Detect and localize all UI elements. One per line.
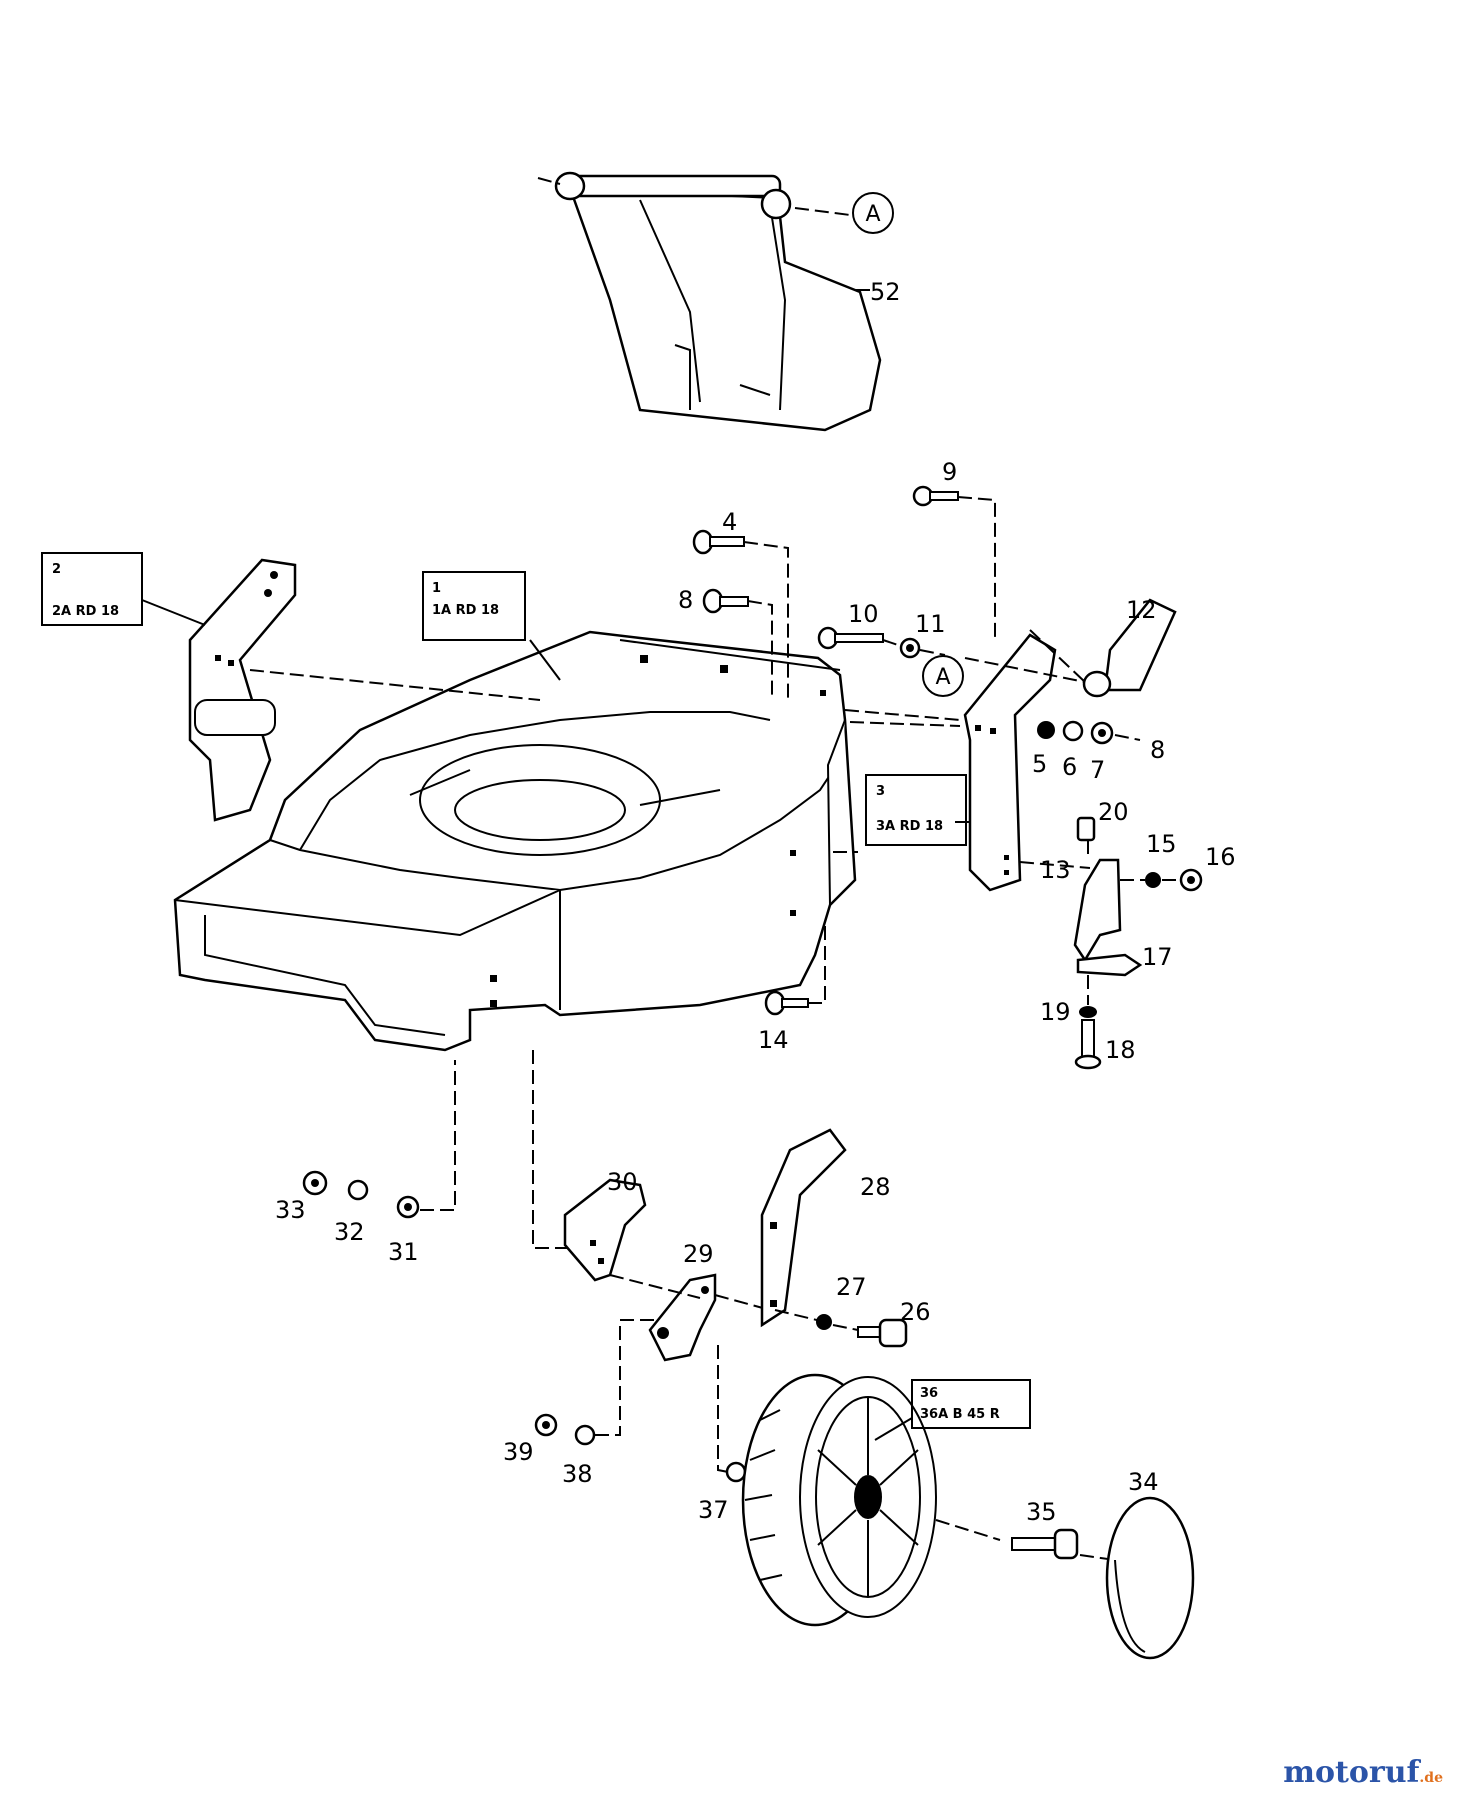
hubcap-34-part	[1105, 1496, 1195, 1660]
label-35: 35	[1026, 1498, 1057, 1526]
screw-10-part	[817, 626, 884, 650]
screw-8-upper-part	[702, 588, 749, 614]
watermark-tld: .de	[1419, 1770, 1443, 1786]
callout-labels: 52 9 4 8 10 11 12 5 6 7 8 20 15 16 13 17…	[275, 278, 1236, 1526]
callout-box-3: 3 3A RD 18	[865, 774, 967, 846]
nut-16-part	[1179, 868, 1203, 892]
adjuster-20-part	[1076, 816, 1096, 842]
clip-17-part	[1076, 953, 1143, 977]
box-2-line2: 2A RD 18	[52, 604, 119, 619]
washer-38-part	[574, 1424, 596, 1446]
label-17: 17	[1142, 943, 1173, 971]
label-13: 13	[1040, 856, 1071, 884]
label-37: 37	[698, 1496, 729, 1524]
wheel-36-part	[741, 1373, 937, 1627]
bolt-18-part	[1074, 1019, 1102, 1070]
washer-5-part	[1037, 721, 1055, 739]
box-3-line2: 3A RD 18	[876, 819, 943, 834]
mower-deck-part	[173, 630, 857, 1052]
rear-hinge-left-part	[188, 558, 297, 822]
grass-catcher-part	[554, 171, 882, 432]
nut-39-part	[534, 1413, 558, 1437]
screw-14-part	[764, 990, 809, 1016]
washer-27-part	[816, 1314, 832, 1330]
label-31: 31	[388, 1238, 419, 1266]
label-26: 26	[900, 1298, 931, 1326]
motoruf-watermark: motoruf.de	[1283, 1755, 1443, 1790]
label-15: 15	[1146, 830, 1177, 858]
label-20: 20	[1098, 798, 1129, 826]
marker-a-mid: A	[922, 655, 964, 697]
label-8-upper: 8	[678, 586, 693, 614]
watermark-main: motoruf	[1283, 1755, 1420, 1790]
bracket-13-part	[1073, 858, 1122, 963]
label-30: 30	[607, 1168, 638, 1196]
box-1-line1: 1	[432, 581, 441, 596]
washer-15-part	[1145, 872, 1161, 888]
label-28: 28	[860, 1173, 891, 1201]
label-19: 19	[1040, 998, 1071, 1026]
label-8-right: 8	[1150, 736, 1165, 764]
label-38: 38	[562, 1460, 593, 1488]
bolt-26-part	[857, 1318, 908, 1348]
callout-box-1: 1 1A RD 18	[422, 571, 561, 681]
marker-a-mid-letter: A	[935, 665, 950, 690]
label-39: 39	[503, 1438, 534, 1466]
label-4: 4	[722, 508, 737, 536]
callout-box-36: 36 36A B 45 R	[874, 1379, 1031, 1441]
label-52: 52	[870, 278, 901, 306]
box-36-line2: 36A B 45 R	[920, 1407, 1000, 1422]
label-18: 18	[1105, 1036, 1136, 1064]
nut-11-part	[899, 637, 921, 659]
box-3-line1: 3	[876, 784, 885, 799]
nut-7-part	[1090, 721, 1114, 745]
callout-box-2: 2 2A RD 18	[41, 552, 206, 626]
label-16: 16	[1205, 843, 1236, 871]
nut-31-part	[396, 1195, 420, 1219]
washer-32-part	[347, 1179, 369, 1201]
label-5: 5	[1032, 750, 1047, 778]
label-10: 10	[848, 600, 879, 628]
label-6: 6	[1062, 753, 1077, 781]
washer-19-part	[1079, 1006, 1097, 1018]
label-14: 14	[758, 1026, 789, 1054]
label-29: 29	[683, 1240, 714, 1268]
box-1-line2: 1A RD 18	[432, 603, 499, 618]
label-32: 32	[334, 1218, 365, 1246]
bracket-29-part	[648, 1273, 717, 1362]
bolt-35-part	[1011, 1528, 1079, 1560]
box-36-line1: 36	[920, 1386, 938, 1401]
marker-a-top: A	[852, 192, 894, 234]
washer-37-part	[725, 1461, 747, 1483]
label-11: 11	[915, 610, 946, 638]
washer-6-part	[1062, 720, 1084, 742]
plate-30-part	[563, 1178, 647, 1282]
label-33: 33	[275, 1196, 306, 1224]
screw-9-part	[912, 485, 959, 507]
marker-a-top-letter: A	[865, 202, 880, 227]
label-27: 27	[836, 1273, 867, 1301]
nut-33-part	[302, 1170, 328, 1196]
box-2-line1: 2	[52, 562, 61, 577]
label-34: 34	[1128, 1468, 1159, 1496]
label-9: 9	[942, 458, 957, 486]
label-12: 12	[1126, 596, 1157, 624]
screw-4-part	[692, 529, 745, 555]
handle-plug-part	[1082, 598, 1177, 698]
bracket-28-part	[760, 1128, 847, 1328]
label-7: 7	[1090, 756, 1105, 784]
rear-hinge-right-part	[963, 633, 1057, 892]
